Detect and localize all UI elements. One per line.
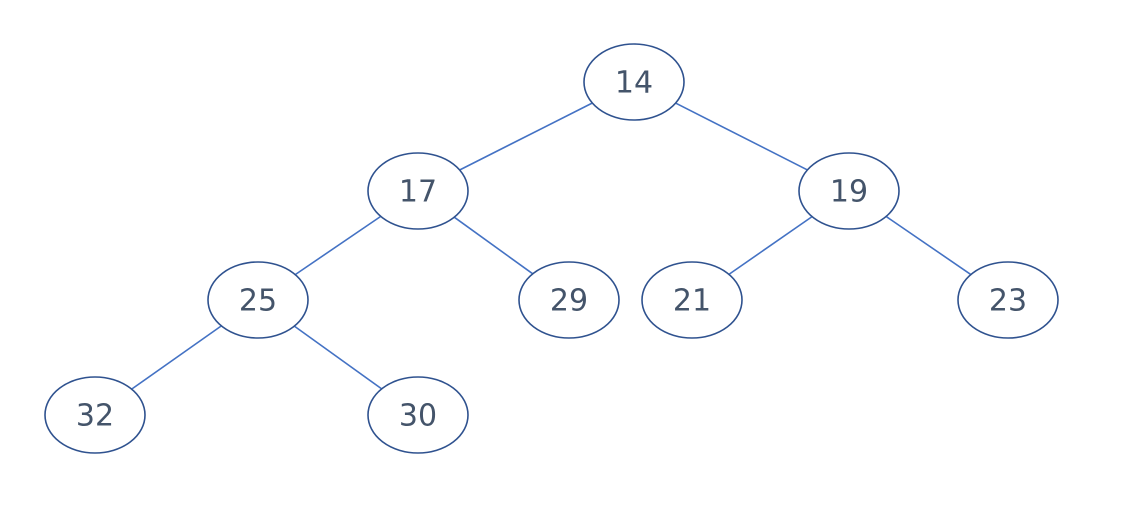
node-ellipse: [367, 376, 469, 454]
node-label: 32: [76, 399, 114, 434]
node-ellipse: [44, 376, 146, 454]
edge-19-21: [728, 215, 813, 276]
node-label: 25: [239, 284, 277, 319]
node-label: 17: [399, 175, 437, 210]
tree-node-29: 29: [518, 261, 620, 339]
edge-17-29: [453, 216, 534, 275]
nodes-layer: 14 17 19 25 29 21 23 32 30: [44, 43, 1059, 454]
edge-19-23: [885, 215, 972, 276]
tree-node-17: 17: [367, 152, 469, 230]
tree-node-23: 23: [957, 261, 1059, 339]
edge-25-30: [293, 325, 383, 390]
tree-node-21: 21: [641, 261, 743, 339]
node-ellipse: [367, 152, 469, 230]
node-ellipse: [207, 261, 309, 339]
tree-node-14: 14: [583, 43, 685, 121]
node-ellipse: [798, 152, 900, 230]
edge-14-17: [459, 102, 593, 171]
edge-25-32: [131, 325, 222, 390]
node-ellipse: [583, 43, 685, 121]
node-label: 30: [399, 399, 437, 434]
edges-layer: [131, 102, 972, 390]
node-label: 29: [550, 284, 588, 319]
node-ellipse: [957, 261, 1059, 339]
tree-node-19: 19: [798, 152, 900, 230]
tree-node-25: 25: [207, 261, 309, 339]
node-label: 19: [830, 175, 868, 210]
node-ellipse: [518, 261, 620, 339]
node-label: 21: [673, 284, 711, 319]
node-label: 14: [615, 66, 653, 101]
tree-node-32: 32: [44, 376, 146, 454]
node-ellipse: [641, 261, 743, 339]
edge-14-19: [675, 102, 808, 171]
tree-node-30: 30: [367, 376, 469, 454]
node-label: 23: [989, 284, 1027, 319]
edge-17-25: [294, 215, 382, 276]
